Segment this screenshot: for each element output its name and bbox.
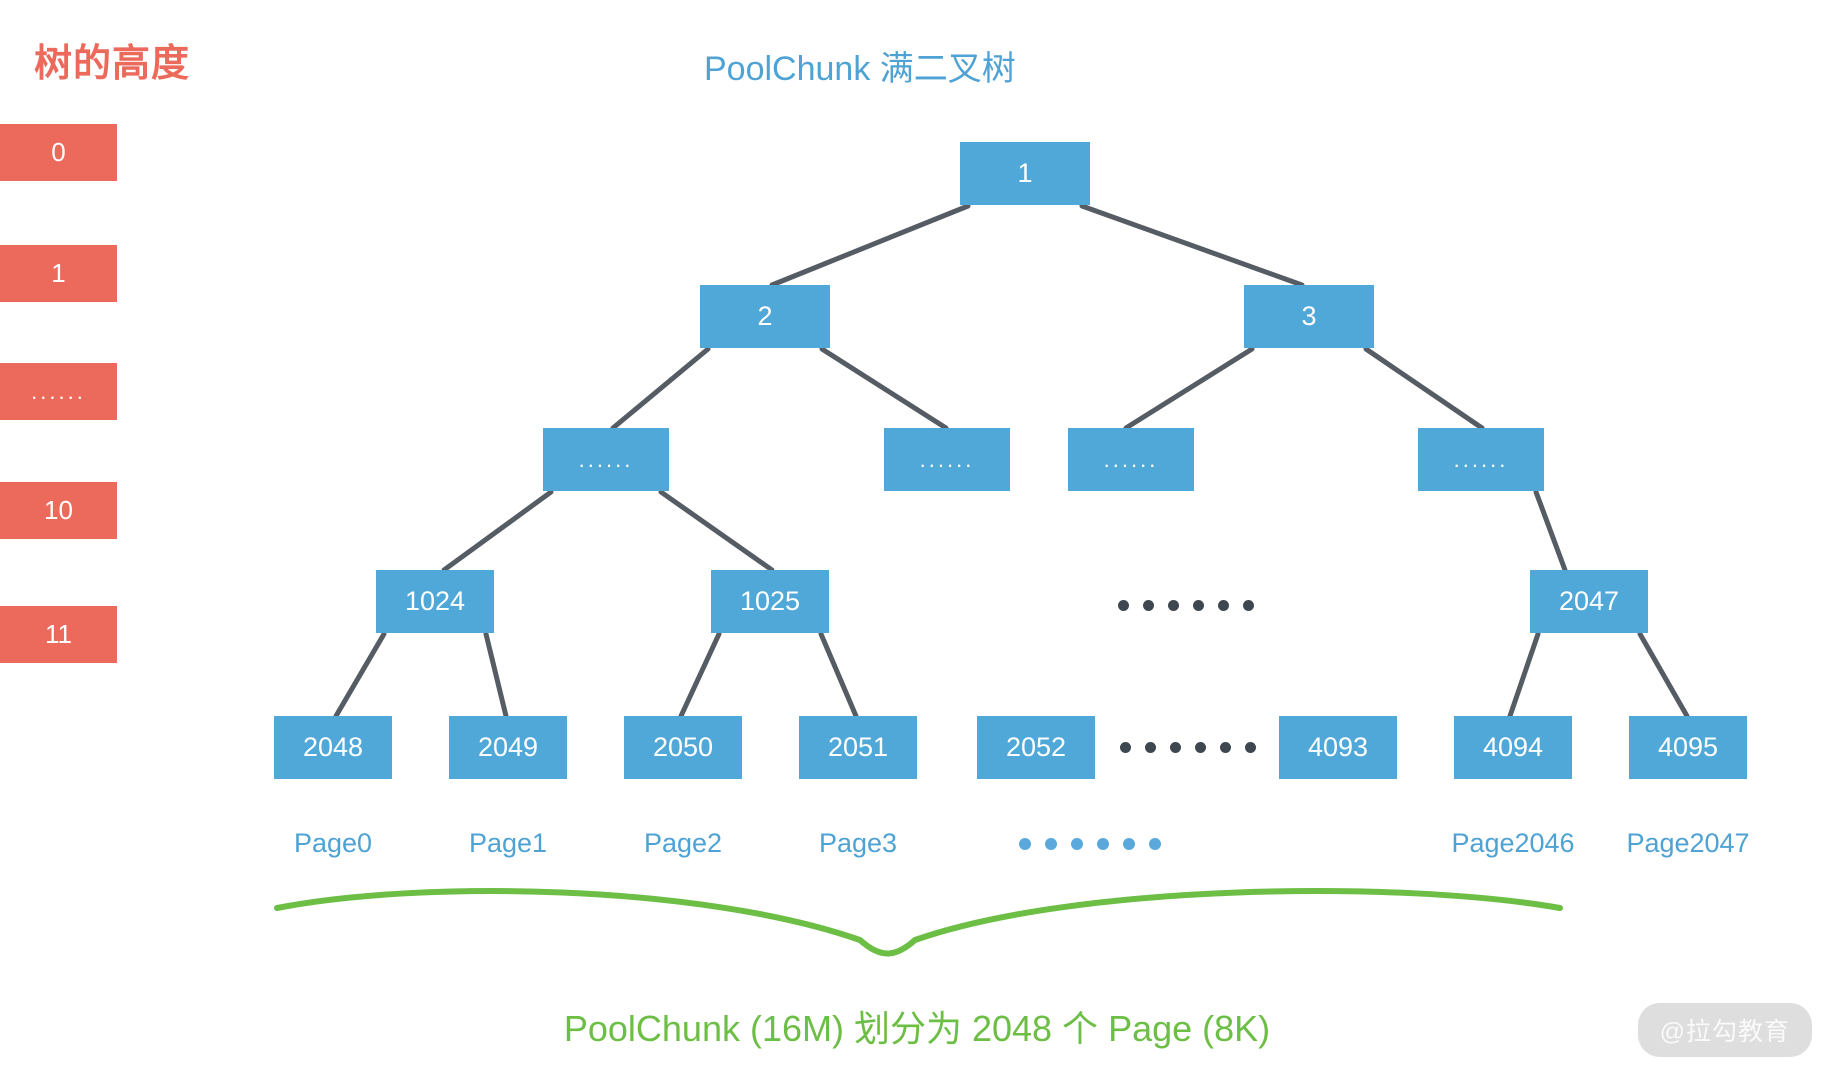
- edge-root-2: [769, 203, 971, 288]
- edge-1024-2048: [333, 631, 387, 719]
- tree-node-2047[interactable]: 2047: [1530, 570, 1648, 633]
- tree-node-label: 2052: [1005, 732, 1067, 762]
- tree-node-label: 2050: [652, 732, 714, 762]
- height-box-1: 1: [0, 245, 117, 302]
- tree-node-label: 2049: [477, 732, 539, 762]
- page-label-2: Page2: [643, 828, 723, 858]
- height-box-label: 11: [45, 619, 72, 649]
- tree-node-label: 4094: [1482, 732, 1544, 762]
- tree-node-4095[interactable]: 4095: [1629, 716, 1747, 779]
- height-box-11: 11: [0, 606, 117, 663]
- height-box-10: 10: [0, 482, 117, 539]
- height-box-ellipsis: ......: [0, 363, 117, 420]
- tree-node-2050[interactable]: 2050: [624, 716, 742, 779]
- tree-node-label: ......: [1103, 446, 1159, 472]
- tree-node-label: 2047: [1558, 586, 1620, 616]
- height-box-label: ......: [31, 378, 86, 404]
- edge-2-d2: [819, 346, 949, 431]
- tree-node-1[interactable]: 1: [960, 142, 1090, 205]
- tree-node-4094[interactable]: 4094: [1454, 716, 1572, 779]
- tree-node-label: 1025: [739, 586, 801, 616]
- edge-3-d4: [1363, 346, 1485, 431]
- green-brace: [274, 888, 1563, 957]
- tree-node-ellipsis-4[interactable]: ......: [1418, 428, 1544, 491]
- tree-node-ellipsis-3[interactable]: ......: [1068, 428, 1194, 491]
- height-box-label: 10: [44, 495, 73, 525]
- tree-node-label: 1: [1017, 158, 1033, 188]
- tree-node-ellipsis-1[interactable]: ......: [543, 428, 669, 491]
- tree-node-ellipsis-2[interactable]: ......: [884, 428, 1010, 491]
- page-label-0: Page0: [293, 828, 373, 858]
- tree-node-2048[interactable]: 2048: [274, 716, 392, 779]
- tree-node-label: 2051: [827, 732, 889, 762]
- edge-2-d1: [610, 346, 711, 431]
- tree-node-2051[interactable]: 2051: [799, 716, 917, 779]
- page-title: PoolChunk 满二叉树: [704, 50, 1016, 88]
- tree-node-1025[interactable]: 1025: [711, 570, 829, 633]
- page-label-2046: Page2046: [1451, 828, 1575, 858]
- edge-d1-1024: [441, 489, 554, 573]
- tree-node-1024[interactable]: 1024: [376, 570, 494, 633]
- tree-node-label: ......: [919, 446, 975, 472]
- level11-ellipsis-dots: [1120, 742, 1256, 753]
- page-label-2047: Page2047: [1626, 828, 1750, 858]
- tree-node-2049[interactable]: 2049: [449, 716, 567, 779]
- level10-ellipsis-dots: [1118, 600, 1254, 611]
- height-box-0: 0: [0, 124, 117, 181]
- edge-3-d3: [1123, 346, 1255, 431]
- edge-1025-2051: [818, 631, 859, 719]
- page-label-3: Page3: [818, 828, 898, 858]
- edge-d4-2047: [1533, 489, 1568, 573]
- tree-node-label: 1024: [404, 586, 466, 616]
- watermark: @拉勾教育: [1637, 1003, 1812, 1057]
- edge-root-3: [1079, 203, 1305, 288]
- tree-node-label: ......: [1453, 446, 1509, 472]
- height-box-label: 0: [51, 137, 66, 167]
- page-ellipsis-dots: [1019, 838, 1161, 850]
- edge-2047-4094: [1507, 631, 1541, 719]
- tree-node-label: ......: [578, 446, 634, 472]
- tree-node-4093[interactable]: 4093: [1279, 716, 1397, 779]
- tree-node-label: 2048: [302, 732, 364, 762]
- tree-node-3[interactable]: 3: [1244, 285, 1374, 348]
- chunk-caption: PoolChunk (16M) 划分为 2048 个 Page (8K): [563, 1008, 1271, 1049]
- tree-node-2052[interactable]: 2052: [977, 716, 1095, 779]
- tree-node-2[interactable]: 2: [700, 285, 830, 348]
- edge-1025-2050: [678, 631, 722, 719]
- tree-node-label: 3: [1301, 301, 1317, 331]
- tree-node-label: 4095: [1657, 732, 1719, 762]
- height-box-label: 1: [51, 258, 66, 288]
- tree-node-label: 4093: [1307, 732, 1369, 762]
- edge-1024-2049: [483, 631, 509, 719]
- height-legend-title: 树的高度: [34, 43, 191, 85]
- tree-node-label: 2: [757, 301, 773, 331]
- edge-2047-4095: [1637, 631, 1690, 719]
- edge-d1-1025: [658, 489, 775, 573]
- page-label-1: Page1: [468, 828, 548, 858]
